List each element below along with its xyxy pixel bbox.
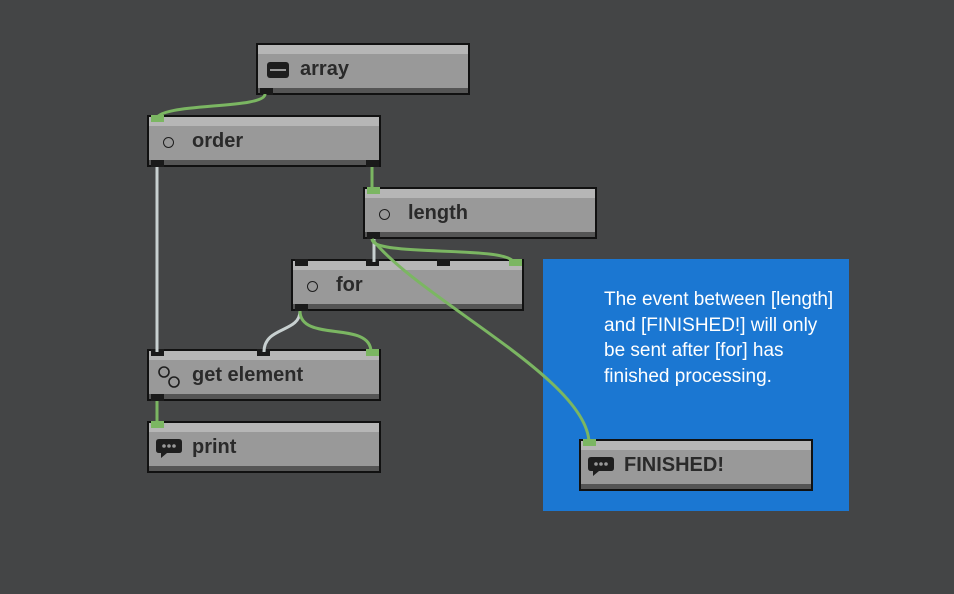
port-for-in-1[interactable]: [295, 259, 308, 266]
node-length-label: length: [408, 202, 468, 224]
node-for-label: for: [336, 274, 363, 296]
port-get-element-in-1[interactable]: [151, 349, 164, 356]
port-finished-in[interactable]: [583, 439, 596, 446]
port-length-in[interactable]: [367, 187, 380, 194]
double-circle-icon: [157, 365, 183, 396]
node-array-label: array: [300, 58, 349, 80]
node-get-element-label: get element: [192, 364, 304, 386]
port-order-out-value[interactable]: [151, 160, 164, 167]
port-array-out[interactable]: [260, 88, 273, 95]
port-get-element-in-3[interactable]: [366, 349, 379, 356]
speech-bubble-icon: [587, 455, 615, 482]
wire-for-to-get-element-value: [262, 310, 302, 353]
node-order[interactable]: order: [147, 115, 381, 167]
node-print[interactable]: print: [147, 421, 381, 473]
port-for-in-2[interactable]: [366, 259, 379, 266]
node-print-label: print: [192, 436, 237, 458]
node-finished-label: FINISHED!: [624, 454, 724, 476]
port-order-out-event[interactable]: [366, 160, 379, 167]
wire-for-to-get-element-event: [298, 310, 373, 353]
circle-icon: [307, 281, 318, 292]
port-for-in-4[interactable]: [509, 259, 522, 266]
node-get-element[interactable]: get element: [147, 349, 381, 401]
port-print-in[interactable]: [151, 421, 164, 428]
port-get-element-in-2[interactable]: [257, 349, 270, 356]
port-order-in[interactable]: [151, 115, 164, 122]
port-for-in-3[interactable]: [437, 259, 450, 266]
node-finished[interactable]: FINISHED!: [579, 439, 813, 491]
port-length-out[interactable]: [367, 232, 380, 239]
speech-bubble-icon: [155, 437, 183, 464]
node-for[interactable]: for: [291, 259, 524, 311]
node-order-label: order: [192, 130, 244, 152]
comment-text: The event between [length] and [FINISHED…: [604, 289, 834, 387]
port-for-out[interactable]: [295, 304, 308, 311]
array-icon: [266, 61, 290, 84]
circle-icon: [379, 209, 390, 220]
node-array[interactable]: array: [256, 43, 470, 95]
port-get-element-out[interactable]: [151, 394, 164, 401]
node-length[interactable]: length: [363, 187, 597, 239]
circle-icon: [163, 137, 174, 148]
